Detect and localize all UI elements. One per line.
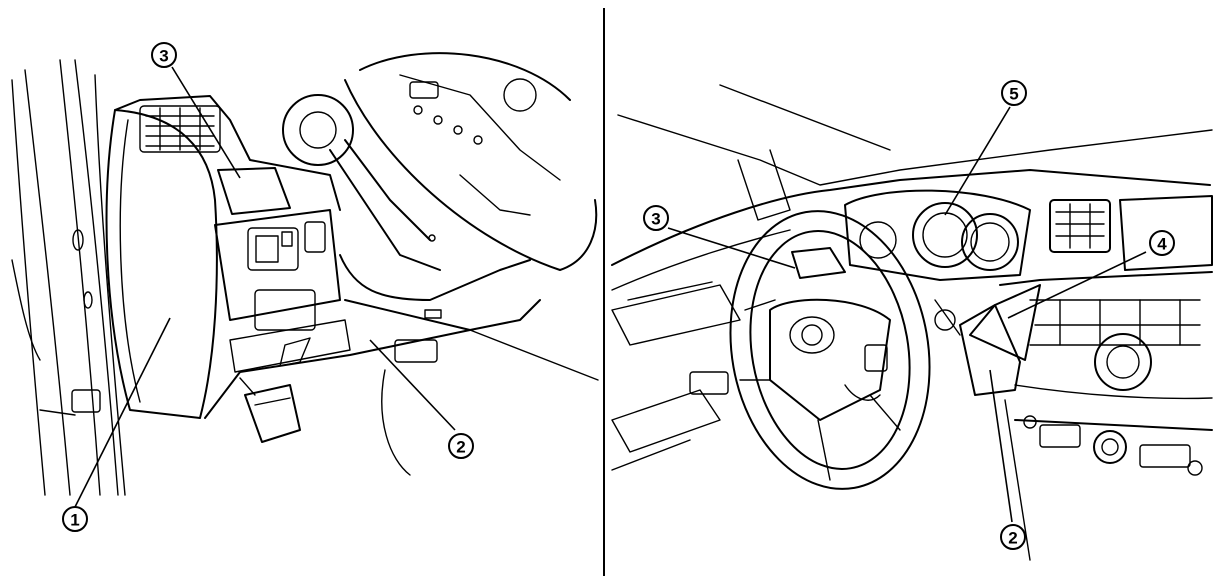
- callout-3-left: 3: [151, 42, 177, 68]
- callout-2-left: 2: [448, 433, 474, 459]
- side-lower-panel: [105, 109, 218, 419]
- meter-cluster: [844, 189, 1031, 281]
- instrument-lower-panel-left: [204, 254, 599, 476]
- instrument-lower-cover-left: [217, 167, 291, 215]
- left-view-driver-side: [11, 52, 599, 496]
- svg-text:1: 1: [70, 511, 79, 530]
- svg-text:3: 3: [159, 47, 168, 66]
- svg-text:3: 3: [651, 210, 660, 229]
- instrument-lower-cover-right: [791, 247, 846, 279]
- door-frame: [11, 59, 126, 496]
- callout-2-right: 2: [1000, 524, 1026, 550]
- upper-dash-vent: [114, 95, 341, 211]
- switch-panel: [214, 209, 351, 373]
- brake-pedal: [244, 384, 301, 443]
- svg-text:2: 2: [1008, 529, 1017, 548]
- callout-1: 1: [62, 506, 88, 532]
- callout-3-right: 3: [643, 205, 669, 231]
- center-vent-nav: [1049, 195, 1213, 271]
- callout-4: 4: [1149, 230, 1175, 256]
- leader-lines: [74, 66, 1147, 523]
- svg-text:4: 4: [1157, 235, 1167, 254]
- svg-text:5: 5: [1009, 85, 1018, 104]
- right-view-center-console: [611, 84, 1213, 561]
- svg-text:2: 2: [456, 438, 465, 457]
- steering-wheel-right: [729, 210, 931, 490]
- instrument-lower-panel-right: [959, 304, 1021, 396]
- callout-5: 5: [1001, 80, 1027, 106]
- steering-wheel-left: [282, 52, 598, 271]
- center-console-audio: [969, 271, 1213, 561]
